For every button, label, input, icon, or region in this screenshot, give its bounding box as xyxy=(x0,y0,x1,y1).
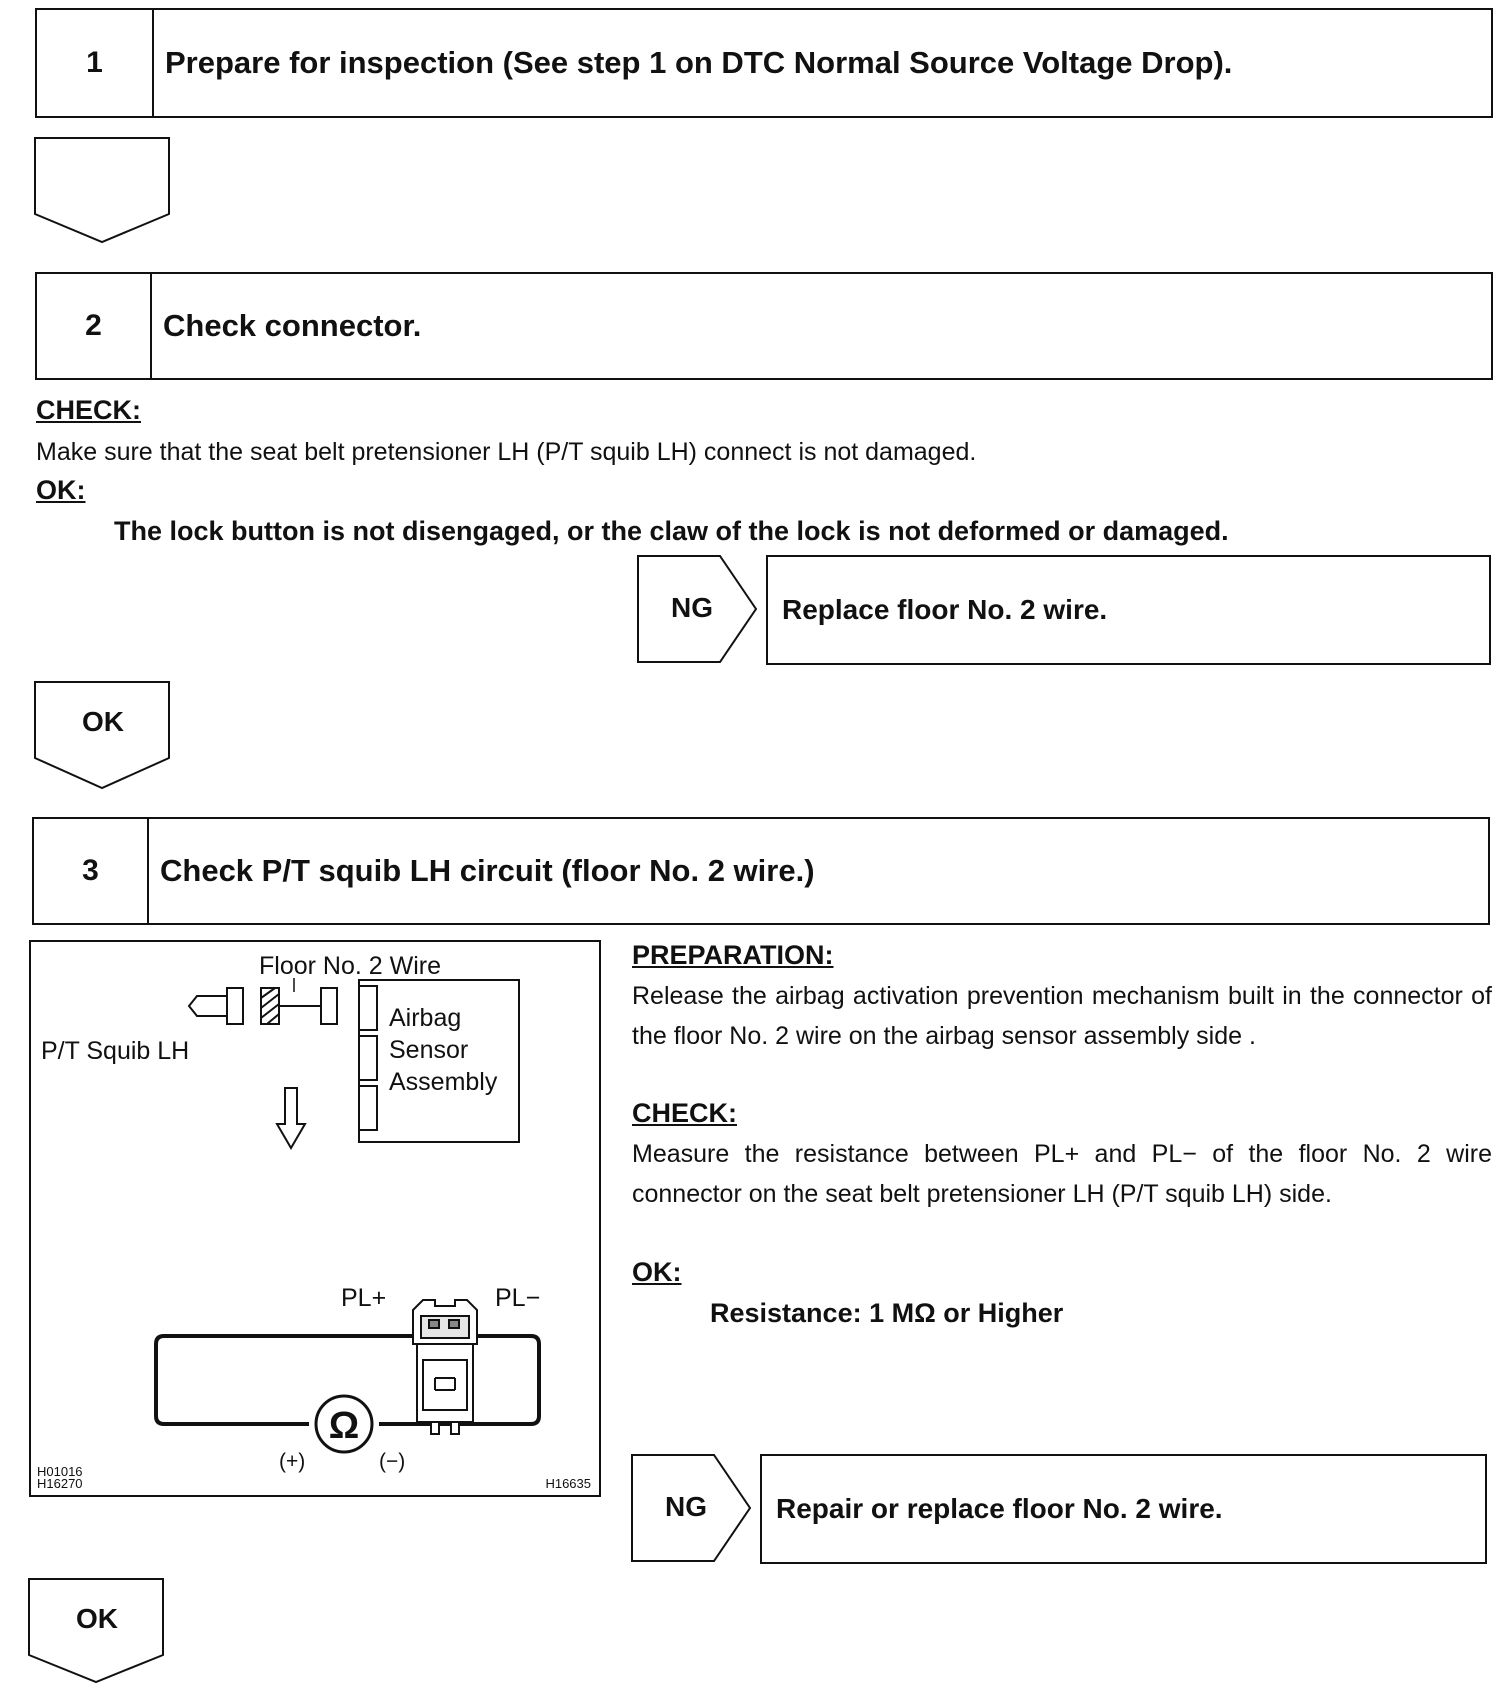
figure-code-left-1: H01016 xyxy=(37,1464,83,1479)
flow-arrow-ok-1 xyxy=(34,681,170,790)
step-3-box: 3 Check P/T squib LH circuit (floor No. … xyxy=(32,817,1490,925)
circuit-loop xyxy=(154,1334,541,1426)
step-3-ng-label: NG xyxy=(665,1491,707,1522)
step-1-title: Prepare for inspection (See step 1 on DT… xyxy=(165,45,1233,80)
floor-wire-connector-icon xyxy=(260,987,338,1025)
ohm-symbol: Ω xyxy=(329,1405,359,1447)
step-1-box: 1 Prepare for inspection (See step 1 on … xyxy=(35,8,1493,118)
meter-plus-label: (+) xyxy=(279,1450,305,1473)
pl-minus-label: PL− xyxy=(495,1284,540,1312)
step-3-preparation-text: Release the airbag activation prevention… xyxy=(632,982,1492,1050)
squib-connector-icon xyxy=(187,987,244,1025)
sensor-label-line-2: Sensor xyxy=(389,1036,468,1064)
step-1-number: 1 xyxy=(37,10,154,116)
step-3-ok-text: Resistance: 1 MΩ or Higher xyxy=(710,1298,1064,1328)
figure-wire-label: Floor No. 2 Wire xyxy=(259,952,441,980)
circuit-diagram: Floor No. 2 Wire Airbag Sensor Assembly xyxy=(37,952,591,1491)
circuit-figure: Floor No. 2 Wire Airbag Sensor Assembly xyxy=(29,940,601,1497)
figure-squib-label: P/T Squib LH xyxy=(41,1037,189,1065)
sensor-label-line-3: Assembly xyxy=(389,1068,498,1096)
step-2-number: 2 xyxy=(37,274,152,378)
step-3-ok-heading: OK: xyxy=(632,1257,682,1287)
step-3-ng-arrow xyxy=(631,1454,752,1562)
step-3-number: 3 xyxy=(34,819,149,923)
figure-code-left-2: H16270 xyxy=(37,1476,83,1491)
step-3-check-text: Measure the resistance between PL+ and P… xyxy=(632,1140,1492,1208)
step-2-ng-arrow xyxy=(637,555,758,663)
airbag-sensor-assembly-icon xyxy=(358,979,520,1143)
meter-minus-label: (−) xyxy=(379,1450,405,1473)
step-2-check-heading: CHECK: xyxy=(36,395,141,425)
step-2-check-text: Make sure that the seat belt pretensione… xyxy=(36,438,977,466)
flow-ok-label-1: OK xyxy=(82,706,124,737)
down-arrow-icon xyxy=(275,1087,307,1150)
step-2-ng-label: NG xyxy=(671,592,713,623)
step-2-ok-text: The lock button is not disengaged, or th… xyxy=(114,516,1229,546)
ohmmeter-icon xyxy=(314,1394,374,1454)
step-2-ok-heading: OK: xyxy=(36,475,86,505)
flow-arrow-1 xyxy=(34,137,170,244)
step-2-title: Check connector. xyxy=(163,308,422,343)
step-3-preparation-heading: PREPARATION: xyxy=(632,940,834,970)
step-3-ng-action-box: Repair or replace floor No. 2 wire. xyxy=(760,1454,1487,1564)
flow-arrow-ok-2 xyxy=(28,1578,164,1684)
step-2-box: 2 Check connector. xyxy=(35,272,1493,380)
step-3-check-heading: CHECK: xyxy=(632,1098,737,1128)
connector-closeup-icon xyxy=(412,1299,478,1435)
figure-code-right: H16635 xyxy=(545,1476,591,1491)
step-3-title: Check P/T squib LH circuit (floor No. 2 … xyxy=(160,853,815,888)
step-2-ng-action-box: Replace floor No. 2 wire. xyxy=(766,555,1491,665)
flow-ok-label-2: OK xyxy=(76,1603,118,1634)
pl-plus-label: PL+ xyxy=(341,1284,386,1312)
sensor-label-line-1: Airbag xyxy=(389,1004,461,1032)
